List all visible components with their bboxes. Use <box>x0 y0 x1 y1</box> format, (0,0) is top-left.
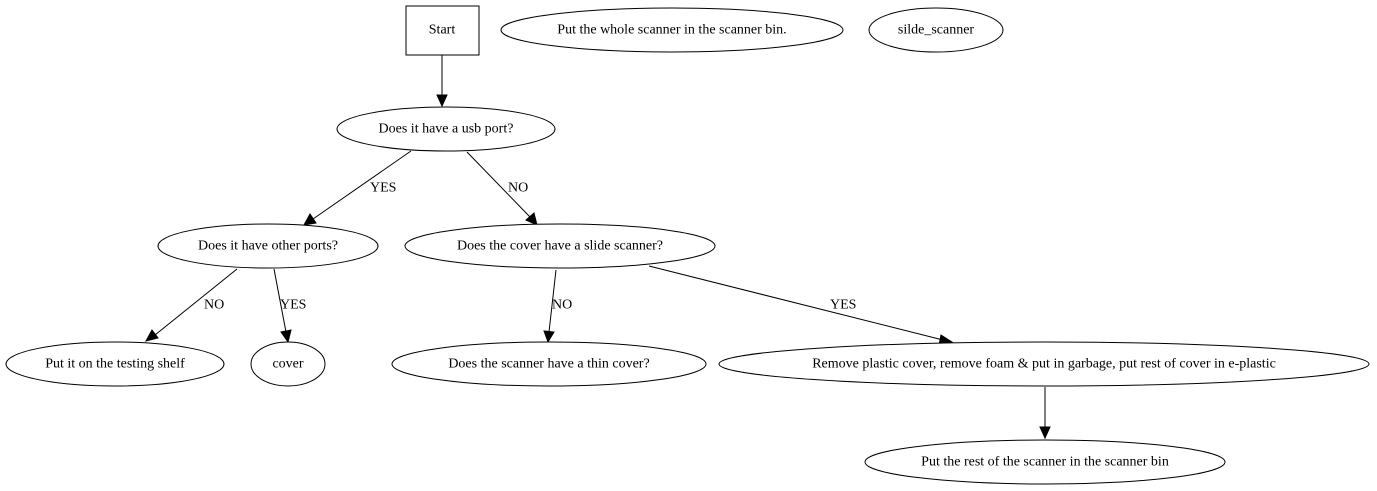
node-thin-cover: Does the scanner have a thin cover? <box>391 341 707 387</box>
edge-label-usb-yes: YES <box>370 181 396 196</box>
edge-label-usb-no: NO <box>508 181 528 196</box>
node-remove-plastic-label: Remove plastic cover, remove foam & put … <box>812 357 1276 372</box>
node-rest-scanner: Put the rest of the scanner in the scann… <box>864 439 1226 485</box>
edge-label-slide-yes: YES <box>830 298 856 313</box>
arrowhead <box>1039 426 1051 440</box>
node-whole-scanner: Put the whole scanner in the scanner bin… <box>500 7 844 53</box>
arrowhead <box>280 329 292 344</box>
edge-ports-yes: YES <box>273 268 306 344</box>
edge-ports-no: NO <box>145 268 238 342</box>
arrowhead <box>543 330 555 344</box>
node-cover-label: cover <box>272 357 303 372</box>
edge-label-ports-yes: YES <box>280 298 306 313</box>
node-testing-shelf: Put it on the testing shelf <box>5 341 225 387</box>
node-remove-plastic: Remove plastic cover, remove foam & put … <box>718 341 1370 387</box>
node-silde-scanner: silde_scanner <box>868 7 1004 53</box>
node-start-label: Start <box>429 23 456 38</box>
node-other-ports-label: Does it have other ports? <box>198 239 338 254</box>
edge-slide-no: NO <box>543 269 572 344</box>
arrowhead <box>436 94 448 108</box>
node-cover: cover <box>250 341 326 387</box>
node-usb-port: Does it have a usb port? <box>336 106 556 152</box>
edge-label-ports-no: NO <box>204 298 224 313</box>
node-silde-scanner-label: silde_scanner <box>898 23 975 38</box>
node-other-ports: Does it have other ports? <box>157 223 379 269</box>
arrowhead <box>303 213 317 226</box>
arrowhead <box>145 329 159 342</box>
node-usb-port-label: Does it have a usb port? <box>379 122 514 137</box>
edge-remove-to-rest <box>1039 387 1051 440</box>
edge-usb-no: NO <box>466 151 538 226</box>
node-cover-slide-label: Does the cover have a slide scanner? <box>457 239 663 254</box>
edge-label-slide-no: NO <box>552 298 572 313</box>
node-whole-scanner-label: Put the whole scanner in the scanner bin… <box>557 23 786 38</box>
edge-start-to-usb-port <box>436 55 448 108</box>
node-testing-shelf-label: Put it on the testing shelf <box>45 357 185 372</box>
node-thin-cover-label: Does the scanner have a thin cover? <box>448 357 649 372</box>
node-cover-slide: Does the cover have a slide scanner? <box>404 223 716 269</box>
arrowhead <box>525 212 538 226</box>
edge-usb-yes: YES <box>303 150 412 226</box>
edge-slide-yes: YES <box>648 265 954 346</box>
node-rest-scanner-label: Put the rest of the scanner in the scann… <box>921 455 1169 470</box>
edges: YES NO NO YES NO YES <box>145 55 1051 440</box>
node-start: Start <box>405 5 480 56</box>
nodes: Start Put the whole scanner in the scann… <box>5 5 1370 485</box>
